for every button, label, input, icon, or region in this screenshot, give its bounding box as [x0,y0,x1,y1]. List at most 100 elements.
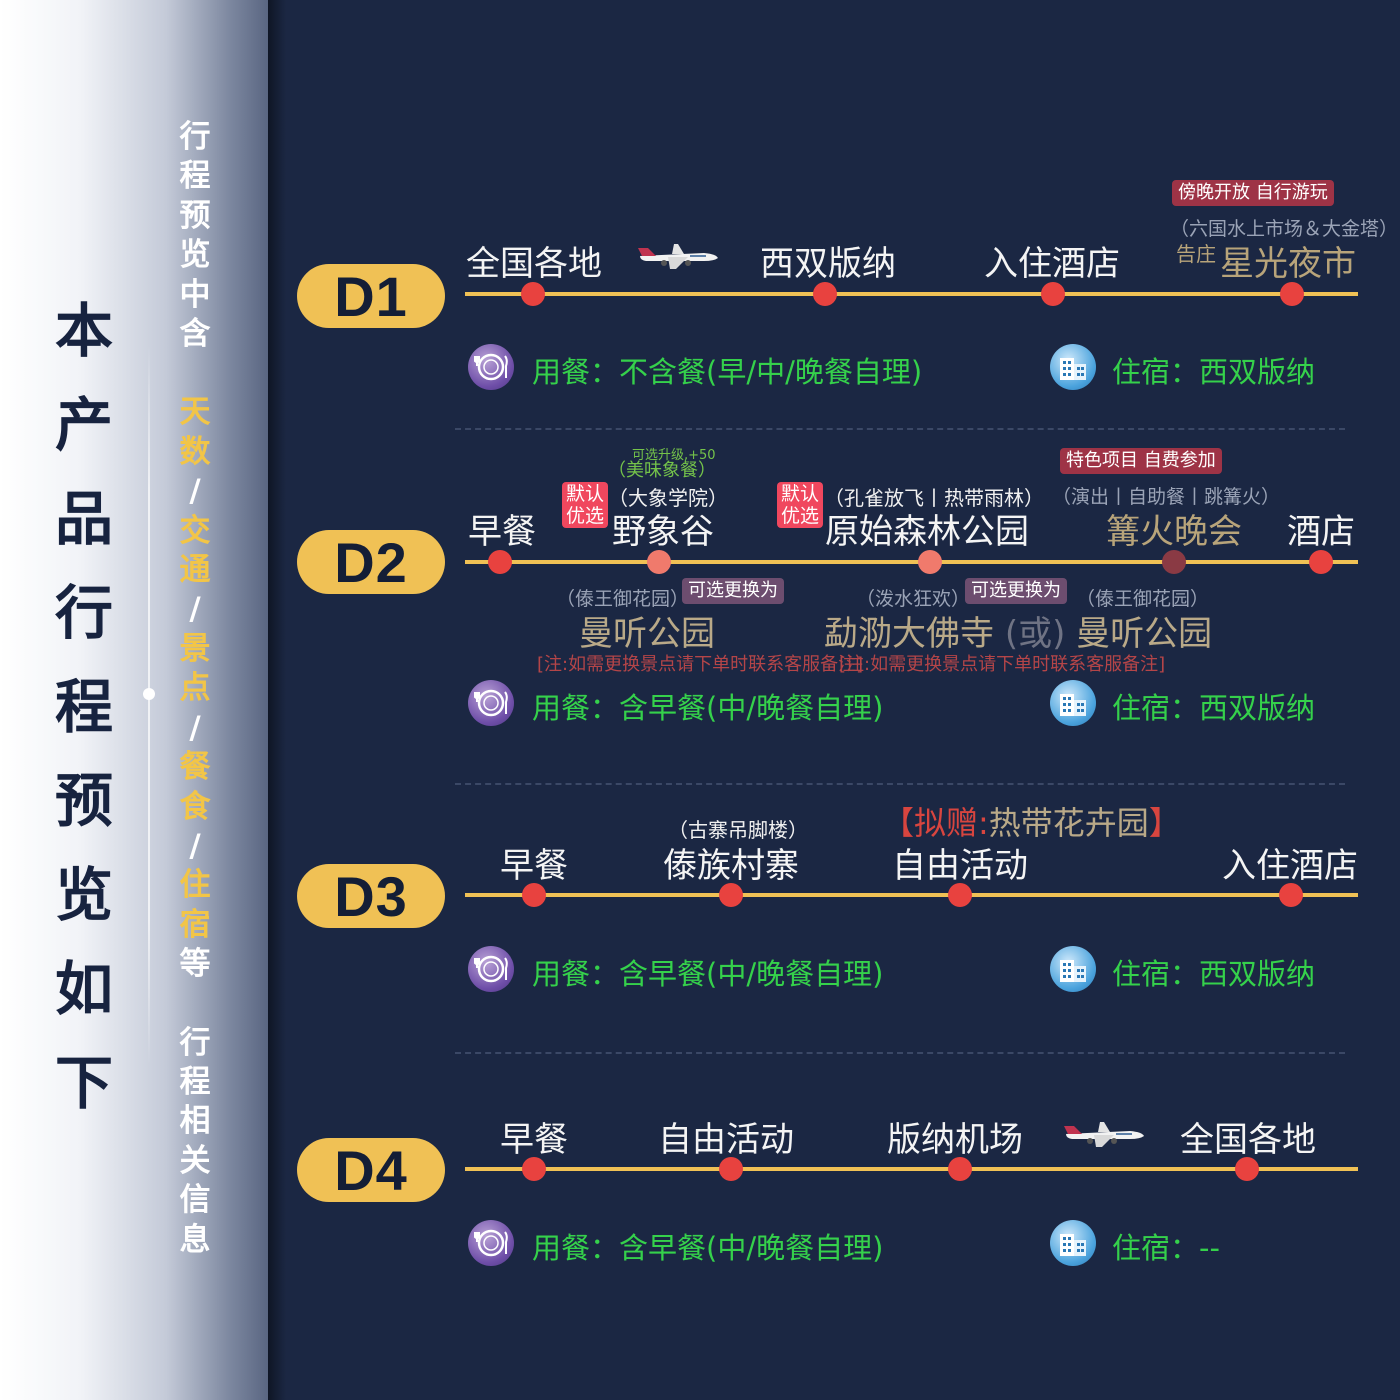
day-separator [455,783,1345,785]
timeline-dot [948,1157,972,1181]
hotel-info: 住宿：西双版纳 [1112,691,1316,725]
dining-plate-icon [468,1220,514,1266]
panel-shadow [268,0,286,1400]
title-char: 产 [54,391,113,459]
elephant-note: （大象学院） [608,486,728,510]
stop-label: 自由活动 [658,1120,794,1160]
hotel-building-icon [1050,680,1096,726]
subtitle-char: 行 [179,1024,211,1061]
stop-label: 版纳机场 [887,1120,1023,1160]
title-char: 行 [54,579,113,647]
alt-attractions: 勐泐大佛寺 (或) 曼听公园 [824,606,1212,655]
timeline-d2 [465,560,1358,564]
hotel-info: 住宿：西双版纳 [1112,957,1316,991]
stop-label: 早餐 [468,512,536,552]
airplane-icon [1060,1116,1146,1154]
bonfire-note: （演出丨自助餐丨跳篝火） [1052,486,1281,508]
subtitle-char: 交 [179,512,211,549]
subtitle-char: 息 [179,1221,211,1258]
timeline-dot [1309,550,1333,574]
dining-plate-icon [468,680,514,726]
stop-label: 酒店 [1287,512,1355,552]
alt-note: （泼水狂欢） [856,588,971,610]
upgrade-item: （美味象餐） [608,460,716,481]
day-separator [455,1052,1345,1054]
left-title-panel [0,0,268,1400]
day-badge-d2: D2 [297,530,445,594]
special-project-badge: 特色项目 自费参加 [1060,448,1222,474]
alt-attraction: 曼听公园 [1076,614,1213,654]
subtitle-char: 预 [179,197,211,234]
hotel-building-icon [1050,1220,1096,1266]
timeline-dot [521,282,545,306]
timeline-dot [647,550,671,574]
alt-note: （傣王御花园） [556,588,690,610]
alt-attraction: 勐泐大佛寺 [824,614,994,654]
subtitle-char: / [189,827,201,864]
stop-label: 入住酒店 [1222,846,1358,886]
swap-option-badge: 可选更换为 [682,578,784,604]
timeline-dot [948,883,972,907]
day-separator [455,428,1345,430]
meal-info: 用餐：含早餐(中/晚餐自理) [532,957,884,991]
alt-note: （傣王御花园） [1076,588,1210,610]
title-char: 本 [54,297,113,365]
timeline-dot [719,1157,743,1181]
subtitle-char: / [189,709,201,746]
subtitle-char: 宿 [179,906,211,943]
stop-label: 自由活动 [892,846,1028,886]
hotel-building-icon [1050,946,1096,992]
timeline-dot [522,1157,546,1181]
meal-info: 用餐：不含餐(早/中/晚餐自理) [532,355,923,389]
night-market-note: （六国水上市场＆大金塔） [1170,218,1399,240]
gift-text: 热带花卉园 [988,804,1149,842]
swap-remark: [注:如需更换景点请下单时联系客服备注] [537,654,864,675]
timeline-dot [918,550,942,574]
subtitle-char: 关 [179,1142,211,1179]
stop-label: 西双版纳 [760,244,896,284]
stop-label: 傣族村寨 [663,846,799,886]
stop-label: 原始森林公园 [825,512,1029,552]
default-choice-tag: 默认优选 [777,482,823,528]
stop-label: 入住酒店 [984,244,1120,284]
subtitle-char: 点 [179,670,211,707]
swap-option-badge: 可选更换为 [965,578,1067,604]
or-label: (或) [1004,614,1066,654]
subtitle-char: 住 [179,867,211,904]
alt-attraction: 曼听公园 [579,614,715,654]
timeline-dot [1162,550,1186,574]
subtitle-char: 信 [179,1182,211,1219]
stop-label: 野象谷 [612,512,714,552]
gift-close: 】 [1148,804,1181,842]
vertical-subtitle: 行程预览中含天数/交通/景点/餐食/住宿等行程相关信息 [172,118,218,1260]
subtitle-char: 景 [179,630,211,667]
subtitle-char: 程 [179,1063,211,1100]
timeline-dot [813,282,837,306]
title-char: 预 [54,767,113,835]
stop-label-bonfire: 篝火晚会 [1106,512,1242,552]
title-char: 如 [54,955,113,1023]
title-char: 程 [54,673,113,741]
day-badge-d3: D3 [297,864,445,928]
subtitle-char: 中 [179,276,211,313]
timeline-dot [1041,282,1065,306]
timeline-dot [1235,1157,1259,1181]
vertical-divider [148,345,150,1065]
village-note: （古寨吊脚楼） [668,818,808,842]
subtitle-char: 含 [179,316,211,353]
subtitle-char: 相 [179,1103,211,1140]
stop-label: 全国各地 [1180,1120,1316,1160]
stop-label: 早餐 [500,1120,568,1160]
subtitle-char: 行 [179,119,211,155]
subtitle-char: 程 [179,158,211,195]
stop-label-night-market: 星光夜市 [1220,244,1356,284]
timeline-dot [522,883,546,907]
evening-badge: 傍晚开放 自行游玩 [1172,180,1334,206]
day-badge-d4: D4 [297,1138,445,1202]
subtitle-char: 通 [179,552,211,589]
airplane-icon [634,238,720,276]
stop-label: 全国各地 [466,244,602,284]
subtitle-char: 食 [179,788,211,825]
subtitle-char: 览 [179,237,211,274]
main-vertical-title: 本产品行程预览如下 [46,284,122,1130]
